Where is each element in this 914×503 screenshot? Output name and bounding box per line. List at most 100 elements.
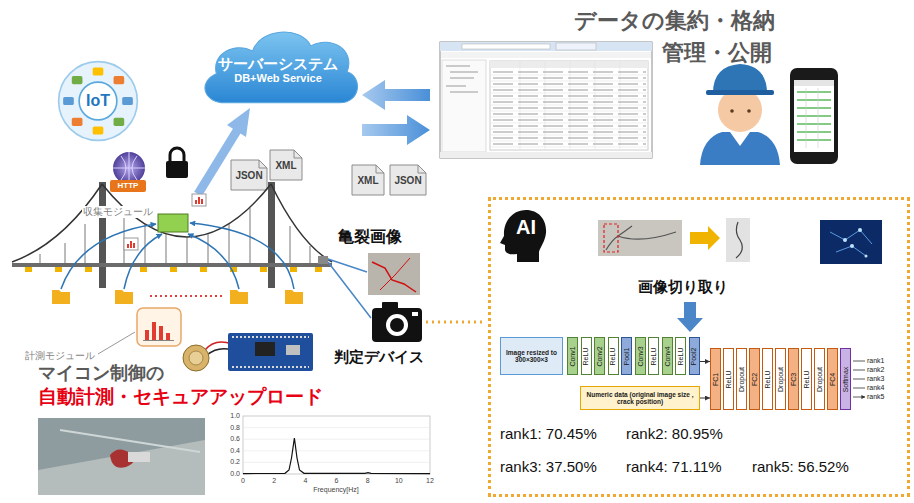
worker-figure — [700, 132, 780, 165]
camera-icon — [372, 302, 422, 342]
numeric-label: Numeric data (original image size , crac… — [584, 391, 696, 406]
head-silhouette — [500, 210, 546, 262]
axis-tick: 2 — [266, 477, 282, 485]
axis-tick: 12 — [422, 477, 438, 485]
layer-label: ReLU — [650, 347, 657, 365]
cnn-layer-box: Conv1 — [567, 337, 578, 375]
fc-layer-box: FC3 — [788, 348, 799, 410]
file-icon — [418, 165, 426, 173]
layer-label: Dropout — [816, 367, 823, 392]
site-photo — [38, 418, 205, 495]
microcontroller-board — [255, 342, 275, 356]
panel-text: rank5: 56.52% — [752, 458, 849, 475]
layer-label: Dropout — [777, 367, 784, 392]
cnn-layer-box: ReLU — [608, 337, 619, 375]
microcontroller-board — [232, 366, 309, 368]
camera-icon — [382, 302, 398, 310]
data-flow-arrow — [61, 224, 156, 289]
fc-layer-box: Dropout — [775, 348, 786, 410]
iot-icon: IoT — [57, 60, 139, 142]
suspension-bridge — [271, 184, 332, 262]
server-cloud-outline — [193, 20, 363, 108]
worker-figure — [700, 64, 780, 165]
cloud-shape — [205, 32, 358, 103]
smartphone — [790, 68, 838, 164]
fc-layer-box: ReLU — [801, 348, 812, 410]
file-format: XML — [352, 175, 384, 187]
piezo-sensor — [183, 342, 232, 371]
panel-text: rank3: 37.50% — [500, 458, 597, 475]
module-label: 計測モジュール — [24, 350, 96, 362]
numeric-data-box: Numeric data (original image size , crac… — [580, 386, 700, 410]
browser-window — [440, 42, 652, 51]
measurement-module — [52, 290, 70, 304]
browser-window — [440, 42, 652, 158]
suspension-bridge — [268, 182, 275, 288]
ai-head: AI — [497, 208, 547, 262]
browser-window — [490, 61, 648, 68]
heading: データの集約・格納 — [574, 8, 775, 33]
file-icon — [231, 160, 267, 190]
frequency-chart — [243, 416, 430, 474]
suspension-bridge — [102, 184, 271, 237]
worker-figure — [747, 109, 751, 113]
file-icon — [231, 150, 426, 195]
mini-chart-icon — [195, 197, 203, 204]
microcontroller-board — [228, 333, 313, 371]
layer-label: FC2 — [751, 372, 758, 385]
browser-window — [440, 42, 652, 158]
axis-tick: 0.8 — [220, 424, 240, 432]
fc-layer-box: FC4 — [827, 348, 838, 410]
file-icon — [390, 165, 426, 195]
output-label: rank2 — [867, 366, 885, 374]
device-icon — [72, 76, 83, 84]
cnn-layer-box: ReLU — [675, 337, 686, 375]
fc-layer-box: Softmax — [840, 348, 851, 410]
frequency-chart — [243, 416, 430, 474]
axis-tick: 6 — [329, 477, 345, 485]
cnn-layer-box: Pool1 — [621, 337, 632, 375]
crack-crop-figure — [736, 222, 742, 258]
layer-label: FC3 — [790, 372, 797, 385]
output-label: rank5 — [867, 393, 885, 401]
axis-tick: 0.6 — [220, 435, 240, 443]
lock-icon — [170, 148, 184, 162]
process-arrow — [677, 302, 703, 332]
neural-network-image — [843, 238, 847, 242]
device-icon — [114, 118, 125, 126]
fc-layer-box: ReLU — [762, 348, 773, 410]
crack-crop-figure — [604, 224, 618, 252]
crack-crop-figure — [598, 218, 750, 262]
input-image-box: Image resized to 300×300×3 — [500, 337, 563, 375]
server-label: サーバーシステム — [218, 55, 338, 72]
iot-label: IoT — [86, 92, 110, 110]
ai-judgement-panel: 画像切り取りrank1: 70.45%rank2: 80.95%rank3: 3… — [488, 197, 910, 497]
measurement-module — [230, 290, 248, 304]
site-photo — [60, 430, 200, 452]
iot-icon-outline — [57, 60, 139, 142]
upload-arrow — [227, 108, 250, 137]
crack-photo — [372, 262, 416, 292]
site-photo — [38, 418, 205, 495]
microcontroller-board — [286, 345, 300, 355]
lock-icon — [166, 148, 188, 178]
fc-layer-box: Dropout — [736, 348, 747, 410]
cnn-layer-box: ReLU — [648, 337, 659, 375]
axis-tick: 0.0 — [220, 470, 240, 478]
crack-photo — [368, 253, 420, 295]
cnn-layer-box: Pool2 — [689, 337, 700, 375]
crack-crop-figure — [690, 226, 720, 250]
browser-window — [462, 44, 550, 49]
mini-chart-icon — [124, 238, 138, 250]
panel-text: 画像切り取り — [638, 278, 728, 295]
device-icon — [63, 97, 74, 105]
axis-tick: 1.0 — [220, 412, 240, 420]
crack-crop-figure — [726, 218, 750, 262]
axis-title: Frequency[Hz] — [296, 486, 376, 494]
file-format: JSON — [231, 170, 267, 182]
connector — [700, 398, 710, 399]
suspension-bridge — [318, 256, 328, 264]
measurement-module — [115, 290, 133, 304]
